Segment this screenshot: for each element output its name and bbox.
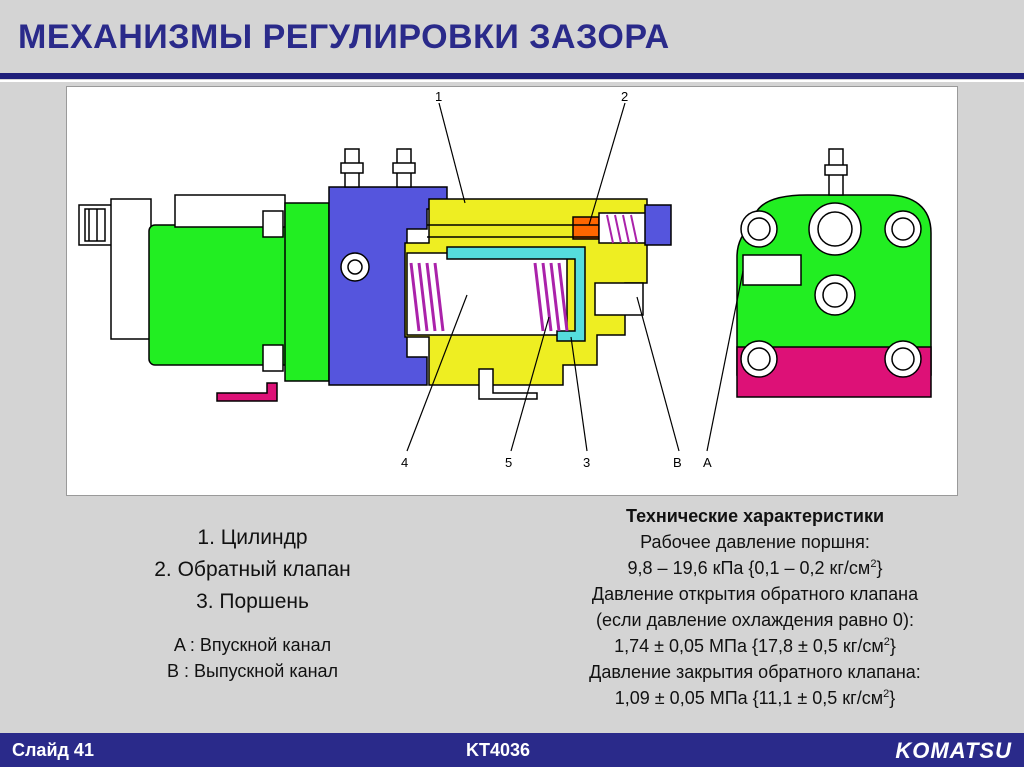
specs-line-3: Давление открытия обратного клапана bbox=[591, 584, 919, 604]
specs-line-7: 1,09 ± 0,05 МПа {11,1 ± 0,5 кг/см2} bbox=[614, 688, 896, 708]
callout-2: 2 bbox=[621, 89, 628, 104]
specs-line-2: 9,8 – 19,6 кПа {0,1 – 0,2 кг/см2} bbox=[627, 558, 883, 578]
specs-line-5: 1,74 ± 0,05 МПа {17,8 ± 0,5 кг/см2} bbox=[614, 636, 896, 656]
spring-left bbox=[409, 262, 445, 332]
legend-item-cylinder: 1. Цилиндр bbox=[197, 526, 308, 549]
spring-right bbox=[533, 262, 569, 332]
bolt-top bbox=[262, 210, 284, 238]
callout-1: 1 bbox=[435, 89, 442, 104]
slide-number: Слайд 41 bbox=[12, 740, 94, 760]
title-underline-highlight bbox=[0, 80, 1024, 82]
piston bbox=[446, 246, 586, 342]
bolt-bottom bbox=[262, 344, 284, 372]
specs-heading: Технические характеристики bbox=[625, 506, 885, 526]
legend-item-piston: 3. Поршень bbox=[196, 590, 309, 613]
callout-b: B bbox=[673, 455, 682, 470]
section-view bbox=[78, 148, 672, 402]
callout-5: 5 bbox=[505, 455, 512, 470]
callout-3: 3 bbox=[583, 455, 590, 470]
specs-line-1: Рабочее давление поршня: bbox=[640, 532, 870, 552]
specs-line-4: (если давление охлаждения равно 0): bbox=[596, 610, 914, 630]
check-valve bbox=[572, 216, 600, 240]
komatsu-logo: KOMATSU bbox=[895, 738, 1012, 763]
gap-adjuster-diagram: 1 2 4 5 3 B A bbox=[66, 86, 958, 496]
slide-title: МЕХАНИЗМЫ РЕГУЛИРОВКИ ЗАЗОРА bbox=[18, 18, 670, 56]
footer-bar: Слайд 41 KT4036 KOMATSU bbox=[0, 733, 1024, 767]
legend-port-a: A : Впускной канал bbox=[173, 635, 332, 655]
inlet-port bbox=[742, 254, 802, 286]
parts-legend: 1. Цилиндр 2. Обратный клапан 3. Поршень… bbox=[80, 522, 425, 684]
callout-a: A bbox=[703, 455, 712, 470]
legend-item-check-valve: 2. Обратный клапан bbox=[154, 558, 351, 581]
title-underline bbox=[0, 73, 1024, 79]
legend-port-b: B : Выпускной канал bbox=[166, 661, 339, 681]
callout-4: 4 bbox=[401, 455, 408, 470]
specs-line-6: Давление закрытия обратного клапана: bbox=[589, 662, 921, 682]
green-flange bbox=[284, 202, 330, 382]
leader-lines bbox=[406, 102, 744, 452]
end-view bbox=[736, 148, 932, 398]
document-code: KT4036 bbox=[466, 740, 531, 760]
green-housing bbox=[148, 224, 300, 366]
technical-specs: Технические характеристики Рабочее давле… bbox=[500, 503, 1010, 711]
